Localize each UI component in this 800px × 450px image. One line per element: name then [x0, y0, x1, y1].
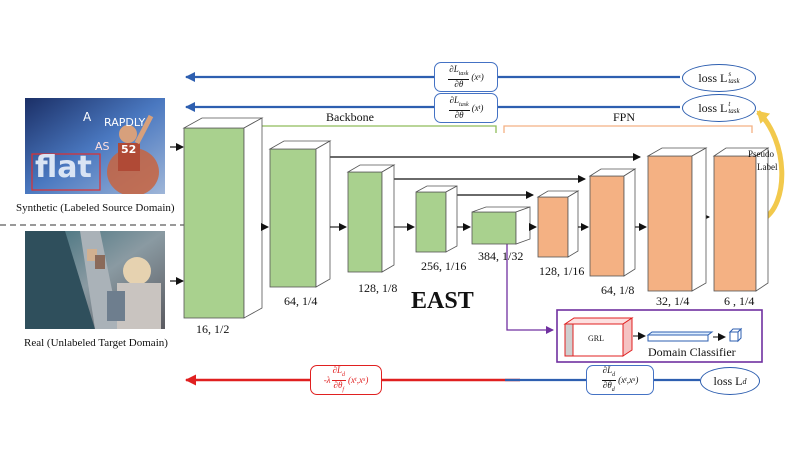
- fc-layer: [646, 331, 714, 342]
- reversed-arg: (x: [348, 375, 356, 385]
- grl-label: GRL: [588, 334, 604, 343]
- fpn-block-3: [646, 147, 708, 292]
- target-grad-sub: task: [459, 101, 469, 108]
- fpn-block-1: [536, 190, 580, 258]
- reversed-den-sub: f: [342, 386, 345, 393]
- source-grad-arg-sup: s: [478, 74, 481, 80]
- target-grad-arg-sup: t: [478, 105, 481, 111]
- target-grad-num: ∂L: [449, 95, 460, 106]
- synthetic-word-3: AS: [95, 140, 110, 153]
- classifier-output: [728, 327, 743, 343]
- fpn-label: FPN: [613, 110, 636, 124]
- source-grad-num: ∂L: [449, 64, 459, 75]
- backbone-dim-2: 64, 1/4: [284, 294, 318, 308]
- domain-grad-sub: d: [612, 371, 616, 378]
- backbone-bracket: [225, 125, 497, 133]
- target-grad-den: ∂θ: [454, 109, 464, 120]
- backbone-block-3: [346, 164, 396, 273]
- source-grad-den: ∂θ: [454, 78, 464, 89]
- source-task-loss-sup: s: [728, 70, 732, 78]
- synthetic-caption: Synthetic (Labeled Source Domain): [16, 202, 175, 214]
- reversed-den: ∂θ: [333, 379, 343, 390]
- backbone-block-1: [182, 117, 264, 319]
- domain-loss-text: loss L: [713, 373, 743, 388]
- source-task-loss-sub: task: [728, 77, 740, 85]
- backbone-block-2: [268, 140, 332, 288]
- backbone-label: Backbone: [326, 110, 374, 124]
- source-task-loss-text: loss L: [698, 70, 728, 85]
- domain-classifier-label: Domain Classifier: [648, 345, 736, 359]
- pseudo-label-line-2: Label: [757, 162, 778, 172]
- target-task-loss-sup: t: [728, 100, 731, 108]
- synthetic-word-1: A: [83, 110, 92, 124]
- domain-grad-arg2: x: [629, 375, 634, 385]
- domain-grad-den: ∂θ: [602, 379, 612, 390]
- real-image: [25, 231, 165, 329]
- reversed-num-sub: d: [342, 371, 346, 378]
- target-task-loss-text: loss L: [698, 100, 728, 115]
- backbone-block-4: [415, 185, 458, 253]
- domain-grad-den-sub: d: [611, 386, 615, 393]
- domain-grad-arg2-sup: s: [633, 377, 636, 383]
- real-caption: Real (Unlabeled Target Domain): [24, 337, 168, 349]
- backbone-dim-1: 16, 1/2: [196, 322, 230, 336]
- reversed-arg2-sup: s: [362, 377, 366, 383]
- synthetic-image: A RAPDLY AS 52 flat: [25, 98, 165, 194]
- reversed-prefix: -λ: [323, 375, 331, 385]
- domain-grad-arg-sup: t: [625, 377, 627, 383]
- grl-block: [563, 317, 634, 357]
- synthetic-word-2: RAPDLY: [104, 116, 146, 129]
- domain-loss-sub: d: [742, 376, 747, 386]
- backbone-dim-5: 384, 1/32: [478, 249, 524, 263]
- source-grad-arg: (x: [471, 72, 479, 82]
- pseudo-label-line-1: Pseudo: [748, 149, 775, 159]
- east-title: EAST: [411, 288, 474, 314]
- domain-grad-arg: (x: [618, 375, 626, 385]
- fpn-block-4: [712, 147, 770, 292]
- fpn-block-2: [588, 168, 637, 277]
- target-task-loss-sub: task: [728, 107, 740, 115]
- fpn-dim-3: 32, 1/4: [656, 294, 690, 308]
- domain-branch-arrow: [506, 240, 554, 334]
- domain-grad-num: ∂L: [602, 364, 613, 375]
- fpn-bracket: [503, 125, 753, 133]
- synthetic-word-5: flat: [35, 150, 92, 185]
- domain-classifier-box: [556, 309, 763, 363]
- backbone-block-5: [471, 206, 531, 245]
- fpn-dim-4: 6 , 1/4: [724, 294, 755, 308]
- source-grad-sub: task: [458, 70, 469, 77]
- backbone-dim-4: 256, 1/16: [421, 259, 467, 273]
- backbone-dim-3: 128, 1/8: [358, 281, 398, 295]
- target-grad-arg: (x: [471, 103, 479, 113]
- synthetic-word-4: 52: [121, 143, 137, 156]
- fpn-dim-2: 64, 1/8: [601, 283, 635, 297]
- reversed-num: ∂L: [332, 364, 343, 375]
- reversed-arg-sup: t: [355, 377, 357, 383]
- reversed-arg2: x: [358, 375, 363, 385]
- fpn-dim-1: 128, 1/16: [539, 264, 585, 278]
- pseudo-label-arrow: [756, 110, 785, 223]
